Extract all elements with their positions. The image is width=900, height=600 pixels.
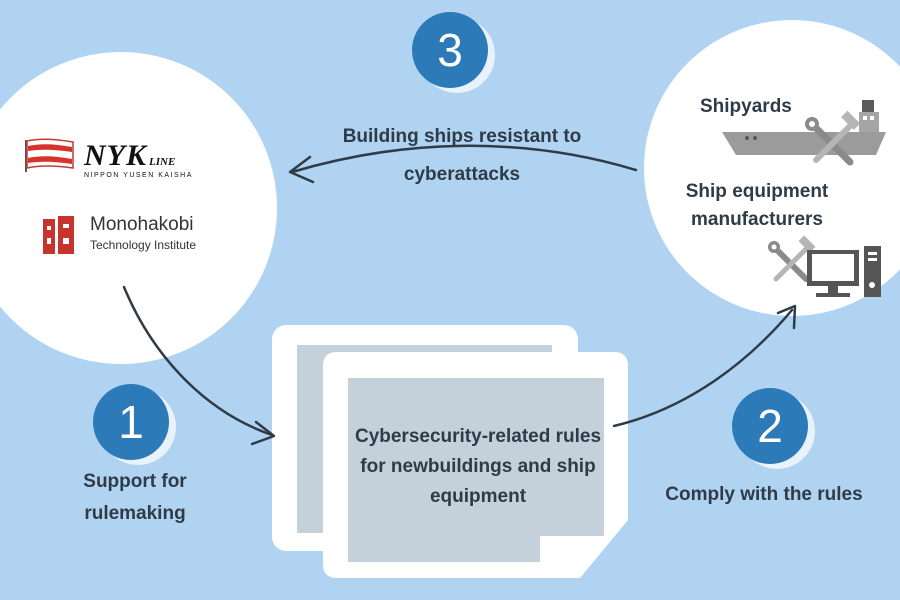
- right-manufacturers-circle: [644, 20, 900, 316]
- step-1-label: Support for rulemaking: [83, 471, 187, 524]
- ship-icon: [722, 100, 886, 155]
- manufacturers-label: Ship equipment manufacturers: [685, 181, 829, 230]
- arrow-step-3: [290, 144, 638, 174]
- mti-logo-line2: Technology Institute: [90, 238, 197, 252]
- nyk-flag-icon: [25, 138, 74, 172]
- tools-icon: [768, 235, 816, 282]
- step-1-badge: 1: [93, 384, 169, 460]
- step-3-badge: 3: [412, 12, 488, 88]
- nyk-logo-subline: NIPPON YUSEN KAISHA: [84, 172, 193, 179]
- nyk-logo-suffix: LINE: [149, 156, 176, 168]
- shipyards-label: Shipyards: [700, 96, 792, 117]
- left-organization-circle: [0, 52, 277, 364]
- step-2-label: Comply with the rules: [665, 484, 863, 505]
- nyk-logo-main: NYK: [84, 139, 147, 172]
- arrow-step-2-head: [776, 304, 797, 330]
- wrench-hammer-icon: [805, 110, 861, 166]
- arrow-step-2: [612, 308, 794, 428]
- mti-logo: Monohakobi Technology Institute: [90, 213, 230, 253]
- arrow-step-3-head: [288, 155, 315, 184]
- computer-icon: [807, 246, 881, 297]
- step-2-badge: 2: [732, 388, 808, 464]
- step-3-label: Building ships resistant to cyberattacks: [342, 126, 582, 185]
- arrow-step-1: [122, 285, 274, 437]
- rules-document: [272, 325, 628, 578]
- mti-logo-icon: [43, 216, 74, 254]
- rules-document-text: Cybersecurity-related rules for newbuild…: [354, 426, 602, 507]
- arrow-step-1-head: [250, 420, 276, 446]
- mti-logo-line1: Monohakobi: [90, 214, 194, 235]
